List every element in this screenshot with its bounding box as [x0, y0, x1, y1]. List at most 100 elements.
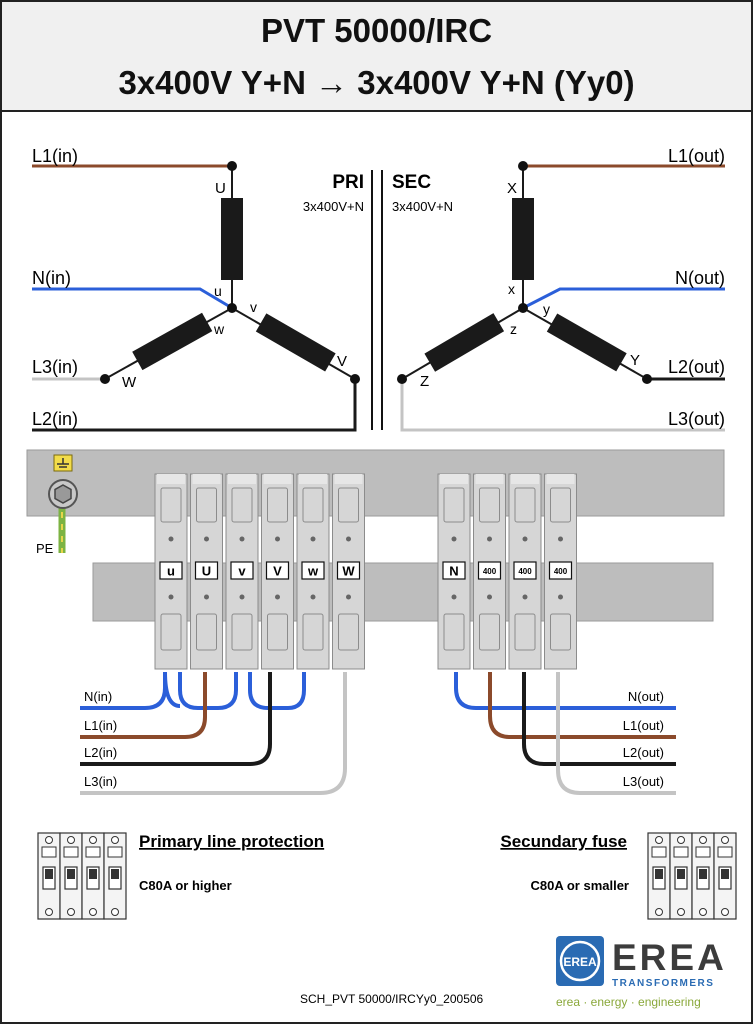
secondary-coil-y: [546, 313, 627, 372]
primary-protection-rating: C80A or higher: [139, 878, 232, 893]
primary-terminal-label: v: [238, 564, 246, 579]
secondary-fuse-title: Secundary fuse: [500, 832, 627, 851]
coil-label-X: X: [507, 180, 517, 197]
wire-label-l3-out: L3(out): [623, 774, 664, 789]
secondary-terminal-marker: [548, 561, 573, 580]
secondary-l3-label: L3(out): [668, 409, 725, 429]
coil-label-Y: Y: [630, 352, 640, 369]
primary-l2-line: [32, 379, 357, 432]
primary-terminal-label: w: [307, 564, 319, 579]
wire-label-l3-in: L3(in): [84, 774, 117, 789]
secondary-terminal-label: N: [449, 564, 458, 579]
primary-terminal-label: u: [167, 564, 175, 579]
coil-label-y: y: [543, 301, 550, 317]
din-rail-upper: [26, 449, 725, 517]
wire-label-n-out: N(out): [628, 689, 664, 704]
coil-label-u: u: [214, 283, 222, 299]
secondary-fuse-icon: [647, 832, 737, 920]
primary-terminal-label: V: [273, 564, 282, 579]
protection: Primary line protection C80A or higher S…: [37, 832, 737, 920]
secondary-terminal: 400: [508, 473, 542, 670]
primary-breaker-icon: [37, 832, 127, 920]
tagline: erea · energy · engineering: [556, 995, 701, 1009]
secondary-terminal: 400: [473, 473, 506, 670]
title-line-2: 3x400V Y+N → 3x400V Y+N (Yy0): [118, 64, 635, 101]
coil-label-z: z: [510, 321, 517, 337]
primary-coil-u: [221, 198, 243, 280]
primary-star: U u v V w W: [100, 161, 360, 391]
footer: SCH_PVT 50000/IRCYy0_200506 EREA EREA TR…: [300, 936, 727, 1009]
primary-terminal: U: [190, 473, 223, 670]
primary-l3-label: L3(in): [32, 357, 78, 377]
pri-label: PRI: [332, 172, 364, 193]
wire-l1-in: [80, 672, 207, 739]
secondary-l1-label: L1(out): [668, 146, 725, 166]
secondary-terminal-label: 400: [554, 567, 568, 576]
header: PVT 50000/IRC 3x400V Y+N → 3x400V Y+N (Y…: [2, 2, 751, 112]
primary-terminal: W: [332, 473, 365, 670]
primary-terminal: u: [154, 473, 188, 670]
coil-label-U: U: [215, 180, 226, 197]
wire-label-l1-in: L1(in): [84, 718, 117, 733]
primary-l1-label: L1(in): [32, 146, 78, 166]
pri-voltage: 3x400V+N: [303, 199, 364, 214]
wire-label-l2-in: L2(in): [84, 745, 117, 760]
coil-label-w: w: [213, 321, 225, 337]
brand-sub: TRANSFORMERS: [612, 978, 714, 989]
secondary-terminal-label: 400: [518, 567, 532, 576]
sec-label: SEC: [392, 172, 431, 193]
coil-label-V: V: [337, 353, 347, 370]
secondary-star: X x y Y z Z: [397, 161, 652, 390]
secondary-terminal: 400: [544, 473, 577, 670]
primary-terminal: w: [296, 473, 330, 670]
secondary-terminal-marker: [442, 561, 466, 580]
primary-n-label: N(in): [32, 268, 71, 288]
wire-l2-out: [522, 672, 676, 766]
secondary-terminal-marker: [477, 561, 502, 580]
secondary-n-label: N(out): [675, 268, 725, 288]
wire-label-l2-out: L2(out): [623, 745, 664, 760]
wire-n-out: [454, 672, 676, 710]
primary-coil-w: [132, 312, 213, 371]
primary-terminal-marker: [301, 561, 325, 580]
primary-terminal-marker: [230, 561, 254, 580]
primary-protection-title: Primary line protection: [139, 832, 324, 851]
wire-label-l1-out: L1(out): [623, 718, 664, 733]
brand-name: EREA: [612, 937, 727, 978]
primary-terminal-marker: [194, 561, 219, 580]
wire-l2-in: [80, 672, 272, 766]
sec-voltage: 3x400V+N: [392, 199, 453, 214]
logo-badge: [556, 936, 604, 986]
wire-label-n-in: N(in): [84, 689, 112, 704]
secondary-coil-z: [424, 313, 505, 372]
secondary-coil-x: [512, 198, 534, 280]
primary-terminal-marker: [336, 561, 361, 580]
secondary-l3-line: [400, 379, 725, 432]
erea-logo: EREA EREA TRANSFORMERS erea · energy · e…: [556, 936, 727, 1009]
coil-label-v: v: [250, 299, 257, 315]
pe-label: PE: [36, 541, 54, 556]
primary-coil-v: [255, 313, 336, 372]
schematic: PRI 3x400V+N SEC 3x400V+N L1(in) N(in) L…: [32, 146, 725, 432]
title-line-1: PVT 50000/IRC: [260, 12, 493, 49]
wire-l3-out: [556, 672, 676, 795]
primary-terminal-label: U: [202, 564, 211, 579]
secondary-n-line: [522, 287, 725, 310]
primary-terminal-label: W: [342, 564, 355, 579]
secondary-fuse-rating: C80A or smaller: [530, 878, 629, 893]
wiring: N(in) L1(in) L2(in) L3(in) N(out) L1(out…: [80, 671, 676, 795]
secondary-l2-label: L2(out): [668, 357, 725, 377]
coil-label-Z: Z: [420, 373, 429, 390]
secondary-terminal-marker: [513, 561, 537, 580]
secondary-terminals: N 400 400 400: [437, 473, 577, 670]
primary-terminal: V: [261, 473, 294, 670]
logo-badge-text: EREA: [563, 955, 597, 969]
wire-l3-in: [80, 672, 347, 795]
secondary-terminal-label: 400: [483, 567, 497, 576]
wire-l1-out: [488, 672, 676, 739]
coil-label-W: W: [122, 374, 137, 391]
primary-l2-label: L2(in): [32, 409, 78, 429]
